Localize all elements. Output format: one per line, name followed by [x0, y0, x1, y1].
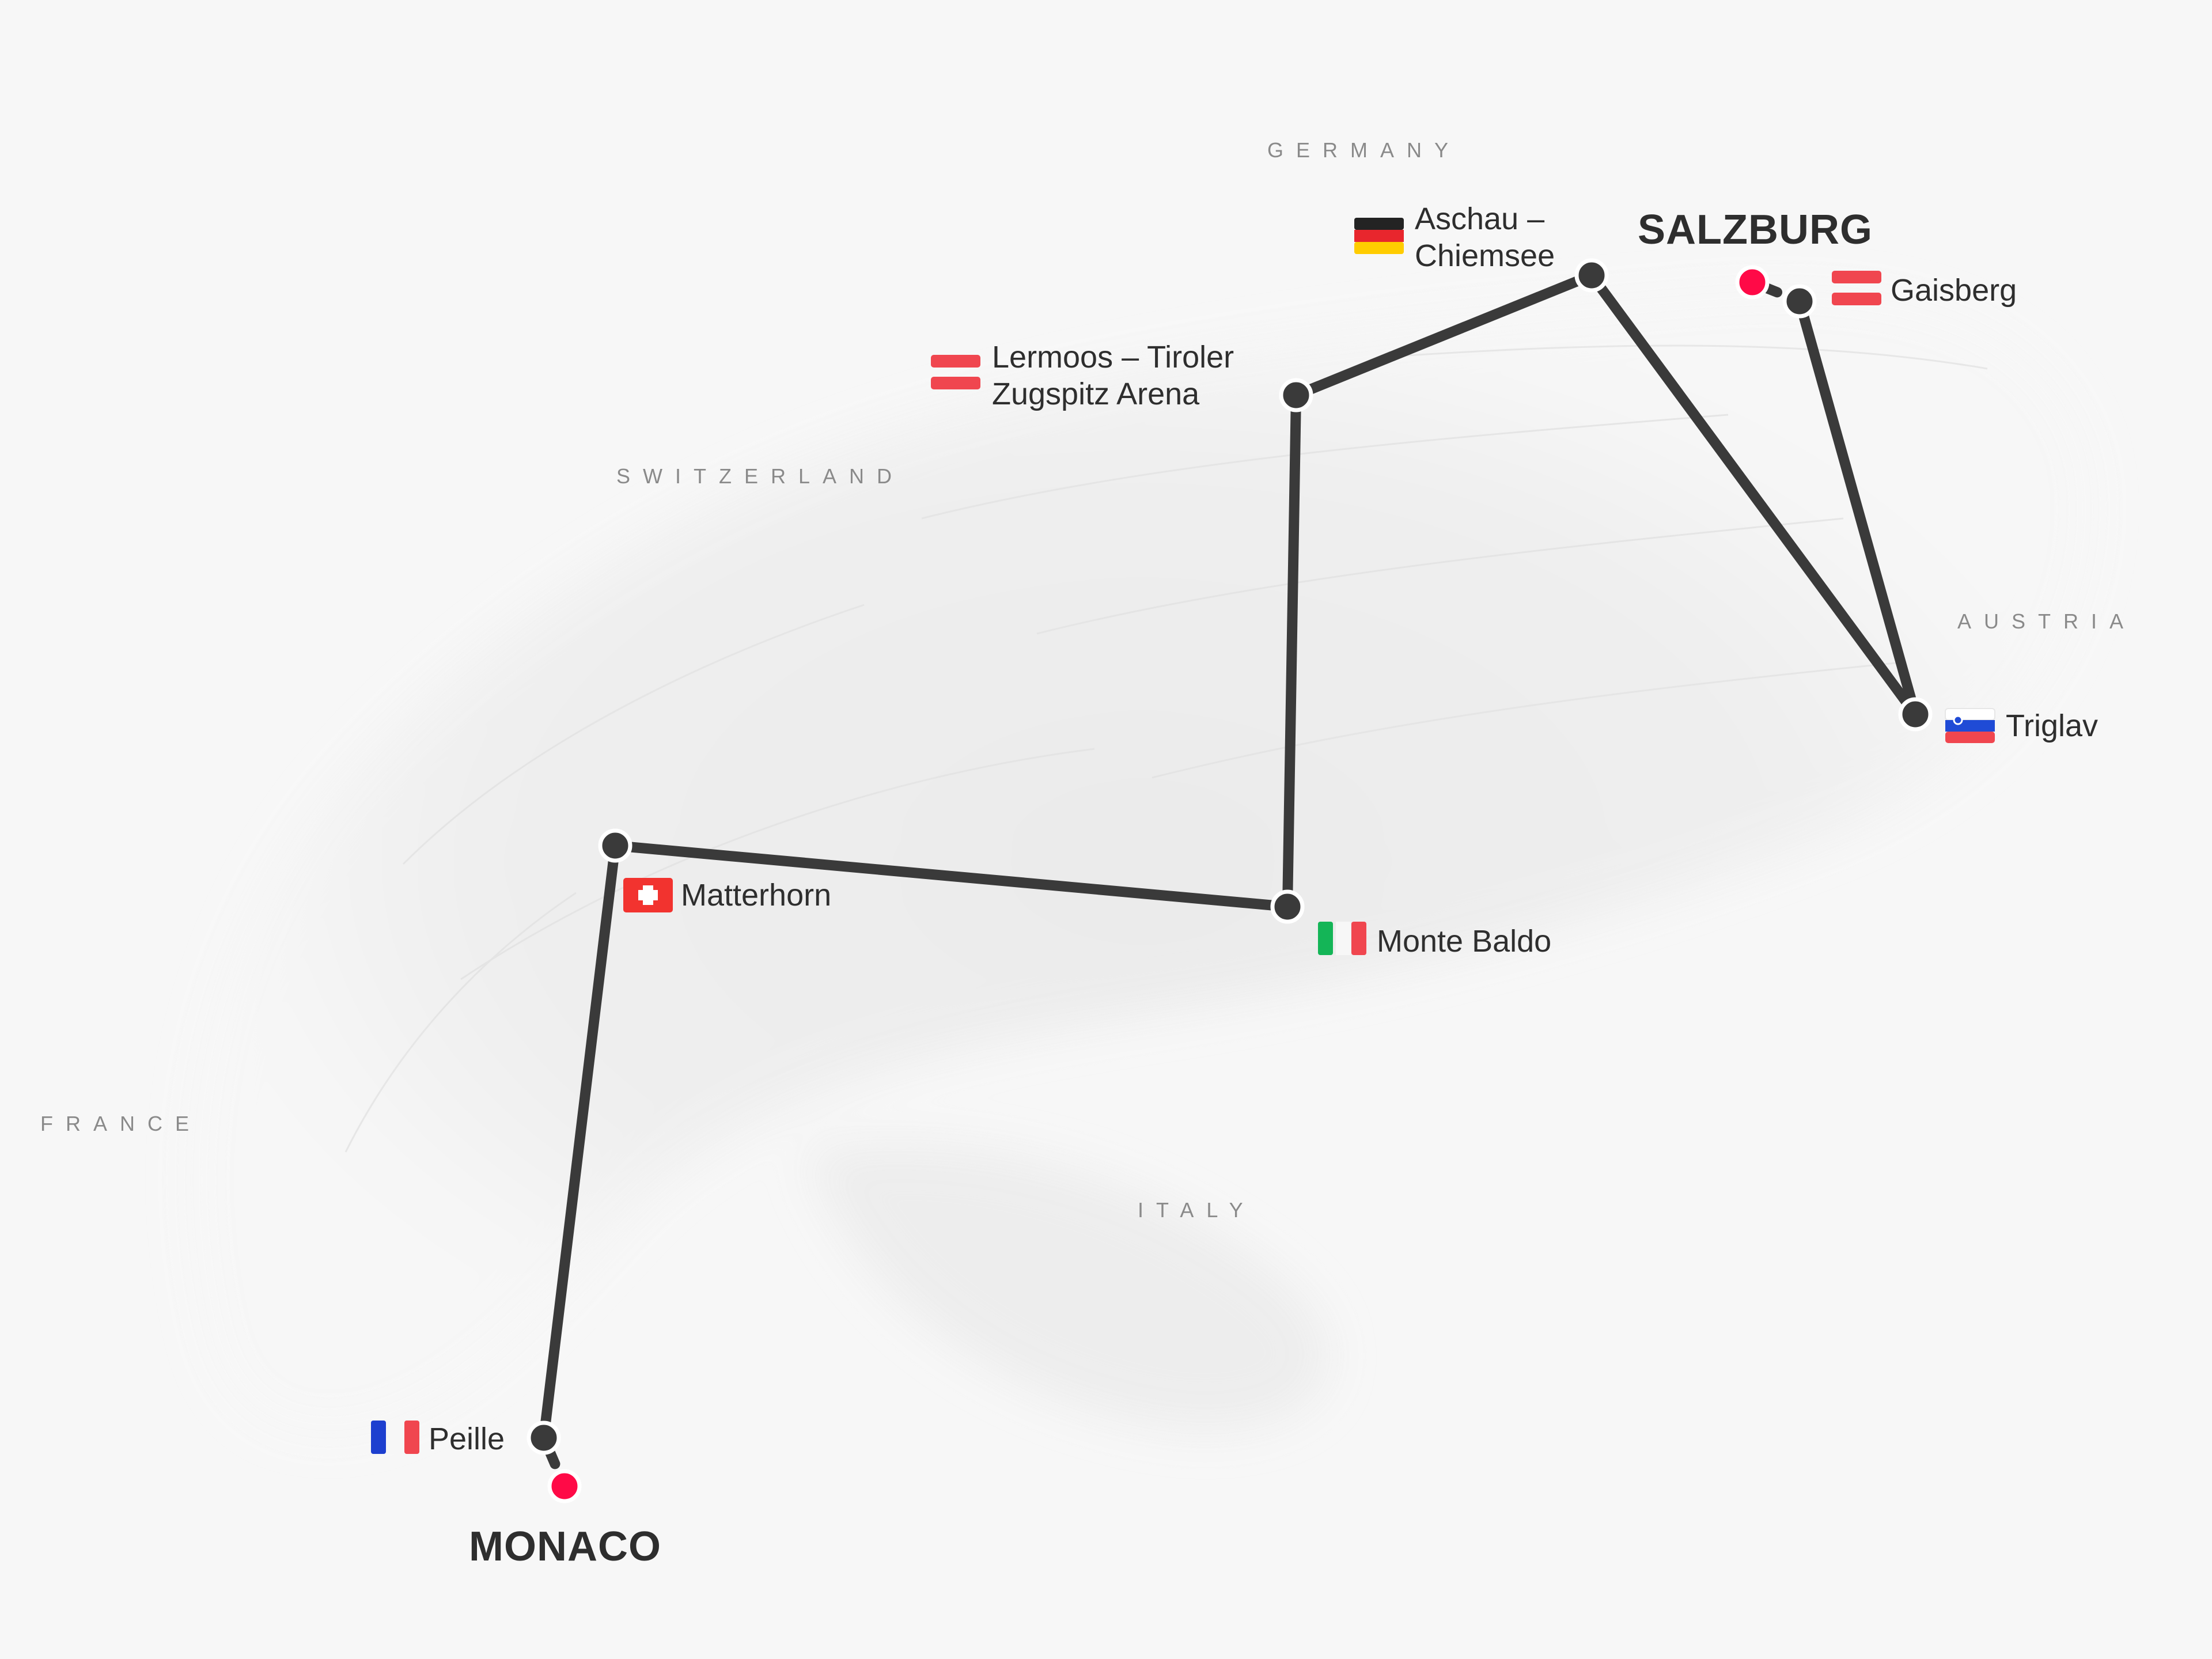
stop-label-triglav[interactable]: Triglav	[2006, 709, 2099, 743]
marker-triglav[interactable]	[1898, 697, 1933, 732]
marker-aschau[interactable]	[1574, 258, 1609, 293]
marker-matterhorn[interactable]	[598, 828, 632, 863]
country-label-switzerland: SWITZERLAND	[616, 464, 905, 488]
country-label-germany: GERMANY	[1267, 138, 1461, 162]
flag-france-icon	[371, 1421, 419, 1454]
marker-lermoos[interactable]	[1279, 378, 1313, 412]
marker-monaco[interactable]	[547, 1469, 582, 1503]
stop-label-gaisberg[interactable]: Gaisberg	[1891, 273, 2017, 308]
stop-label-matterhorn[interactable]: Matterhorn	[681, 878, 832, 912]
stop-label-lermoos-line1: Lermoos – Tiroler	[992, 340, 1234, 374]
country-label-italy: ITALY	[1138, 1198, 1256, 1222]
country-label-france: FRANCE	[40, 1112, 202, 1135]
stop-label-lermoos-line2: Zugspitz Arena	[992, 377, 1200, 411]
city-label-salzburg: SALZBURG	[1638, 207, 1873, 253]
flag-germany-icon	[1354, 218, 1404, 254]
stop-label-peille[interactable]: Peille	[429, 1422, 505, 1456]
flag-switzerland-icon	[623, 878, 673, 912]
endpoint-markers	[547, 265, 1770, 1503]
stop-label-monte-baldo[interactable]: Monte Baldo	[1377, 924, 1552, 959]
flag-italy-icon	[1318, 922, 1366, 955]
marker-gaisberg[interactable]	[1782, 284, 1817, 319]
stop-label-lermoos[interactable]: Lermoos – Tiroler Zugspitz Arena	[992, 339, 1234, 412]
stop-label-aschau[interactable]: Aschau – Chiemsee	[1415, 200, 1555, 274]
marker-peille[interactable]	[527, 1421, 561, 1455]
stop-label-aschau-line2: Chiemsee	[1415, 238, 1555, 273]
marker-monte-baldo[interactable]	[1270, 889, 1305, 924]
marker-salzburg[interactable]	[1735, 265, 1770, 300]
country-label-austria: AUSTRIA	[1957, 609, 2137, 633]
alps-terrain	[195, 294, 2089, 1430]
flag-slovenia-icon	[1945, 708, 1995, 743]
flag-austria-icon	[1832, 271, 1881, 305]
stop-label-aschau-line1: Aschau –	[1415, 202, 1545, 236]
alps-ridges	[344, 344, 1988, 1153]
stop-markers	[527, 258, 1933, 1455]
city-label-monaco: MONACO	[469, 1524, 661, 1570]
flag-austria-icon	[931, 355, 980, 389]
